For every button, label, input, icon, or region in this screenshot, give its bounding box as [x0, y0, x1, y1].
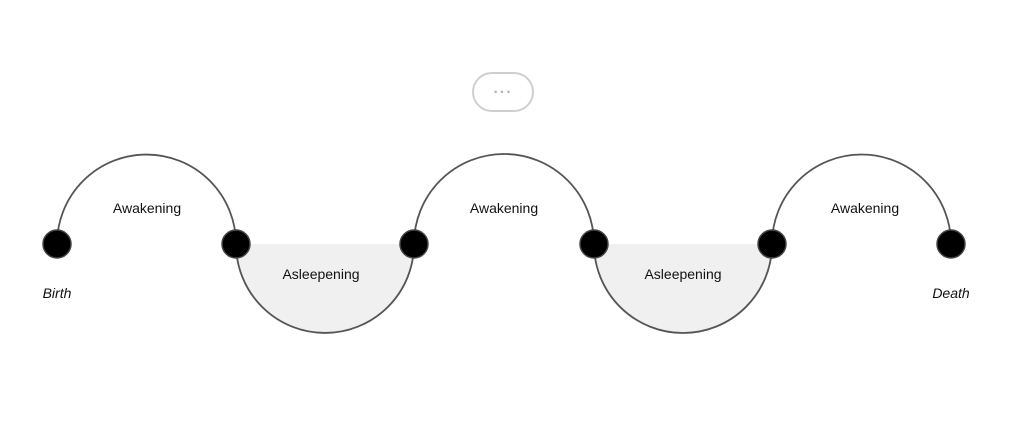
awake-arc-1	[56, 153, 237, 245]
phase-label-asleepening-2: Asleepening	[644, 266, 721, 282]
asleep-fill-2	[594, 244, 772, 333]
asleep-arc-1	[235, 243, 415, 334]
phase-label-awakening-2: Awakening	[470, 200, 538, 216]
asleep-fill-1	[236, 244, 414, 333]
node-death	[936, 229, 966, 259]
awake-arc-2	[413, 153, 595, 245]
asleep-arc-2	[593, 243, 773, 334]
node-birth	[42, 229, 72, 259]
phase-label-asleepening-1: Asleepening	[282, 266, 359, 282]
node-transition-4	[757, 229, 787, 259]
node-transition-3	[579, 229, 609, 259]
birth-label: Birth	[43, 285, 72, 301]
more-button[interactable]: ...	[472, 72, 534, 112]
more-button-label: ...	[493, 80, 513, 97]
node-transition-2	[399, 229, 429, 259]
death-label: Death	[932, 285, 970, 301]
awake-arc-3	[771, 153, 952, 245]
node-transition-1	[221, 229, 251, 259]
phase-label-awakening-1: Awakening	[113, 200, 181, 216]
phase-label-awakening-3: Awakening	[831, 200, 899, 216]
